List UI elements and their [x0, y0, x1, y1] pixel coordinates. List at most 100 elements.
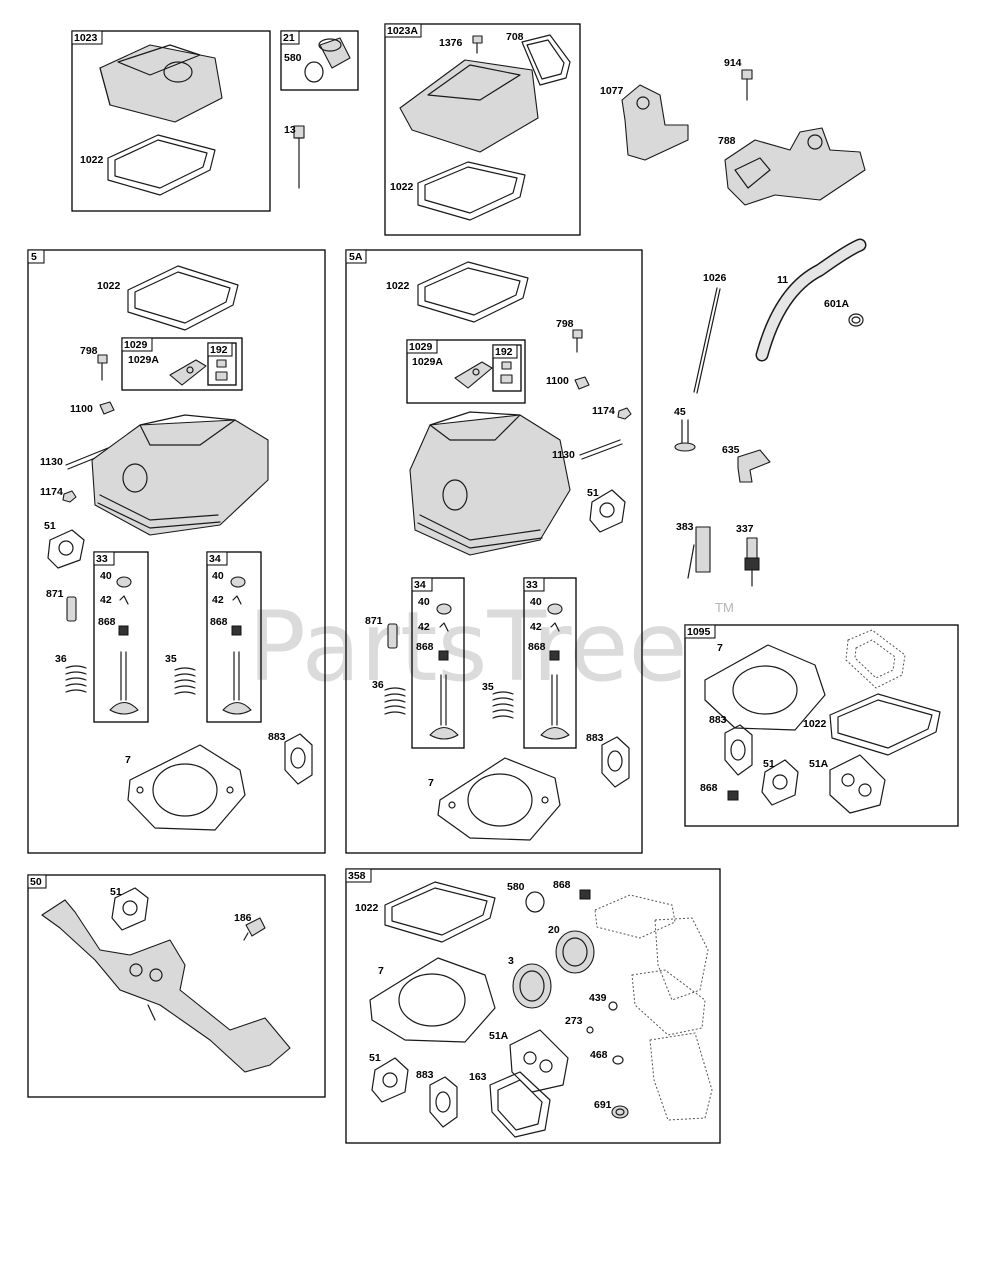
label-798-a: 798 [80, 345, 98, 357]
label-1174-b: 1174 [592, 405, 615, 417]
label-42-d: 42 [530, 621, 542, 633]
o-ring-580-b-part [525, 891, 545, 913]
label-635: 635 [722, 444, 740, 456]
group-label-5a: 5A [349, 251, 363, 263]
dowel-871-a-part [66, 596, 77, 622]
gasket-883-a-part [284, 733, 313, 785]
gasket-1022-d-part [417, 261, 529, 323]
label-40-d: 40 [530, 596, 542, 608]
label-868-e: 868 [700, 782, 718, 794]
label-42-a: 42 [100, 594, 112, 606]
label-868-a: 868 [98, 616, 116, 628]
label-20: 20 [548, 924, 560, 936]
label-42-b: 42 [212, 594, 224, 606]
label-1022-a: 1022 [80, 154, 104, 166]
label-1022-e: 1022 [803, 718, 827, 730]
fitting-186-part [243, 917, 266, 941]
group-34-b-box [411, 577, 465, 749]
head-gasket-7-b-part [437, 757, 561, 841]
gasket-51-b-part [589, 489, 626, 533]
group-label-50: 50 [30, 876, 42, 888]
group-label-1023: 1023 [74, 32, 98, 44]
valve-c-part [429, 674, 459, 740]
tappet-45-part [674, 419, 696, 452]
label-51a-a: 51A [809, 758, 829, 770]
clamp-601a-part [848, 313, 864, 327]
spring-36-a-part [65, 665, 87, 693]
group-label-1029-b: 1029 [409, 341, 433, 353]
spark-plug-boot-635-part [737, 449, 771, 483]
head-gasket-7-c-part [704, 644, 826, 731]
label-580-b: 580 [507, 881, 525, 893]
gasket-set-dashed-part [594, 894, 713, 1121]
label-337: 337 [736, 523, 754, 535]
label-691: 691 [594, 1099, 612, 1111]
label-13: 13 [284, 124, 296, 136]
group-1023: 1023 1022 [71, 30, 271, 212]
gasket-1022-c-part [127, 265, 239, 331]
label-35-a: 35 [165, 653, 177, 665]
group-label-1023a: 1023A [387, 25, 418, 37]
bolt-798-a-part [97, 354, 108, 381]
label-11: 11 [777, 274, 788, 286]
oil-seal-20-part [555, 930, 595, 974]
label-1130-b: 1130 [552, 449, 575, 461]
gasket-part [107, 134, 216, 196]
screw-1376-part [472, 35, 483, 54]
label-383: 383 [676, 521, 694, 533]
nut-192-a-part [215, 359, 228, 381]
cylinder-head-b-part [409, 411, 571, 556]
group-label-34-a: 34 [209, 553, 221, 565]
label-788: 788 [718, 135, 736, 147]
gasket-51-c-part [761, 759, 799, 806]
group-5: 5 1022 798 1029 192 1029A 1100 [27, 249, 326, 854]
label-1022-b: 1022 [390, 181, 414, 193]
label-51-c: 51 [763, 758, 775, 770]
label-1029a-a: 1029A [128, 354, 159, 366]
valve-cover-a-part [399, 59, 539, 153]
head-gasket-7-d-part [369, 957, 496, 1043]
label-3: 3 [508, 955, 514, 967]
ring-273-part [586, 1026, 594, 1034]
label-1022-d: 1022 [386, 280, 410, 292]
group-33-b-box [523, 577, 577, 749]
label-914: 914 [724, 57, 742, 69]
label-1100-a: 1100 [70, 403, 93, 415]
label-1100-b: 1100 [546, 375, 569, 387]
rocker-arm-a-part [169, 359, 207, 386]
group-21: 21 580 [280, 30, 359, 91]
gasket-51a-a-part [829, 754, 886, 814]
label-1029a-b: 1029A [412, 356, 443, 368]
breather-tube-11-part [755, 238, 867, 362]
valve-b-part [222, 651, 252, 715]
label-40-b: 40 [212, 570, 224, 582]
dowel-871-b-part [387, 623, 398, 649]
label-883-a: 883 [268, 731, 286, 743]
valve-d-part [540, 674, 570, 740]
label-1130-a: 1130 [40, 456, 63, 468]
seal-868-f-part [579, 889, 591, 900]
seal-691-part [611, 1105, 629, 1119]
group-5a: 5A 1022 798 1029 192 1029A 1100 [345, 249, 643, 854]
gasket-708-part [521, 34, 571, 86]
label-580-a: 580 [284, 52, 302, 64]
spring-35-a-part [174, 667, 196, 695]
group-label-1029-a: 1029 [124, 339, 148, 351]
oil-seal-3-part [512, 963, 552, 1009]
label-7-c: 7 [717, 642, 723, 654]
group-33-a-box [93, 551, 149, 723]
label-868-f: 868 [553, 879, 571, 891]
label-868-c: 868 [416, 641, 434, 653]
gasket-1022-f-part [384, 881, 496, 943]
o-ring-part [304, 61, 324, 83]
label-1026: 1026 [703, 272, 727, 284]
group-1029-a-box [121, 337, 243, 391]
label-51-a: 51 [44, 520, 56, 532]
group-label-192-a: 192 [210, 344, 228, 356]
retainer-1100-b-part [574, 376, 590, 390]
watermark-text: PartsTree [248, 591, 688, 703]
valve-cover-part [99, 44, 223, 123]
label-51-e: 51 [369, 1052, 381, 1064]
group-label-1095: 1095 [687, 626, 711, 638]
label-273: 273 [565, 1015, 583, 1027]
